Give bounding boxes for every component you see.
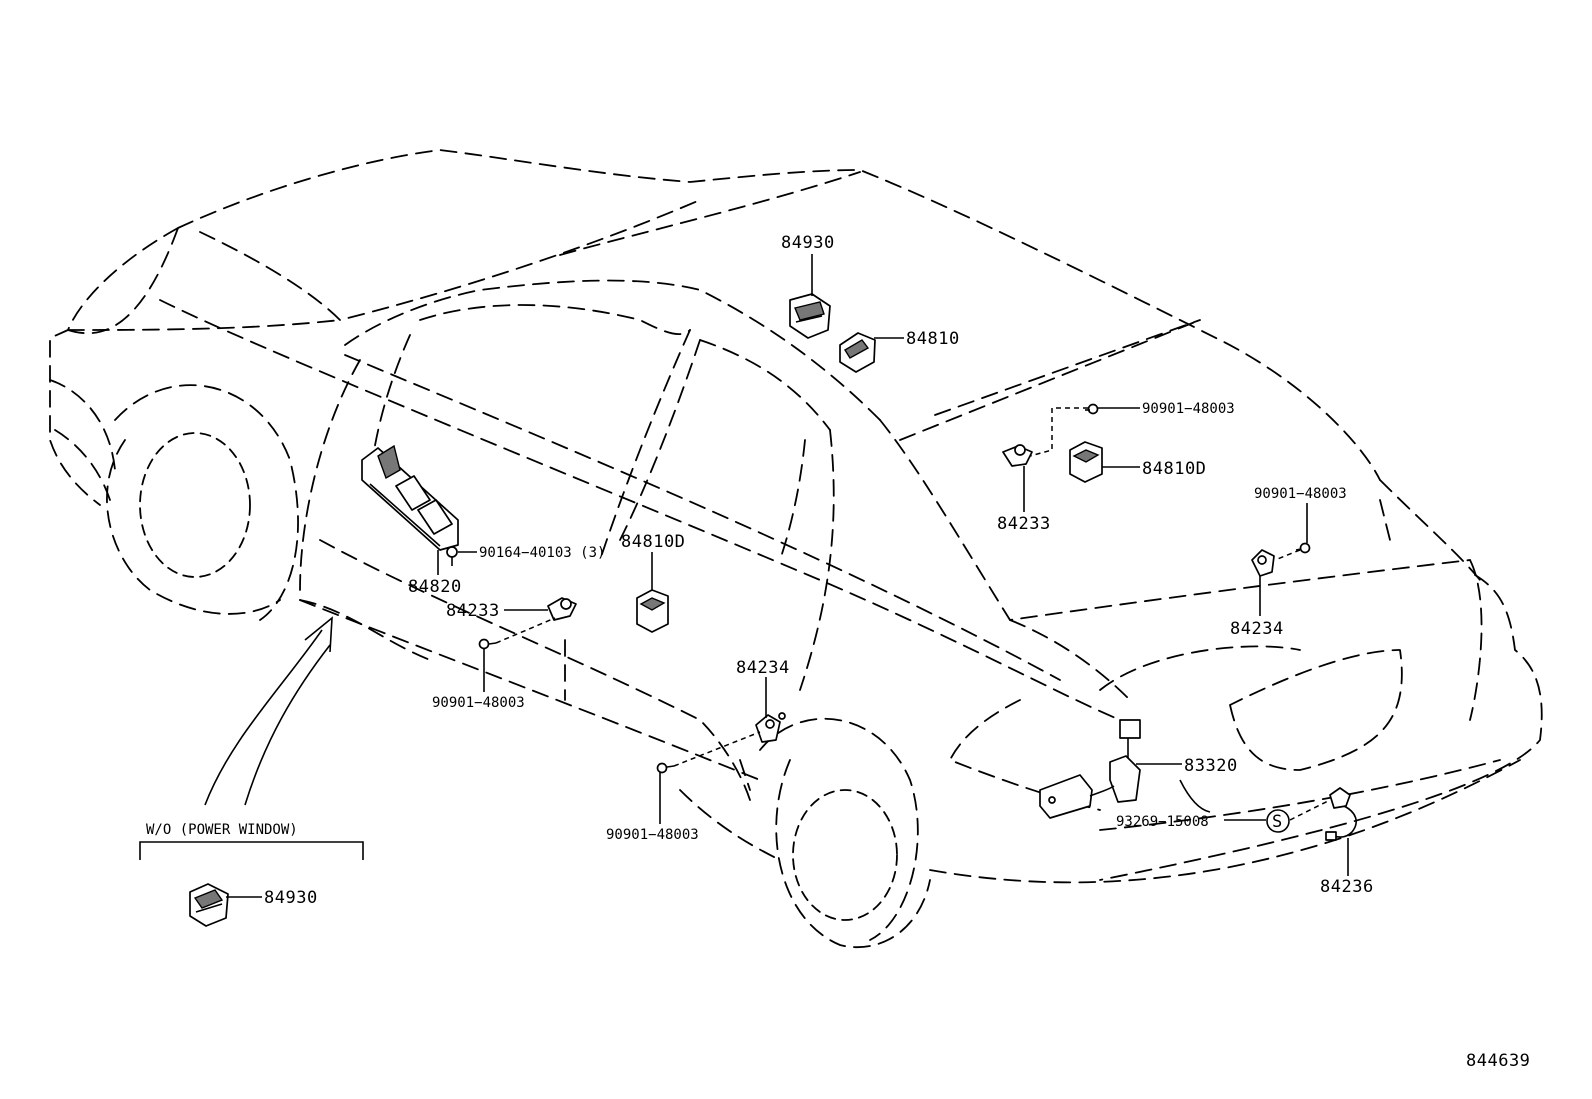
variant-note: W/O (POWER WINDOW) bbox=[146, 822, 298, 838]
car-body-outline bbox=[49, 149, 1543, 949]
label-90901-48003-c: 90901−48003 bbox=[432, 695, 525, 711]
sensor-84233-left-icon bbox=[547, 597, 577, 621]
callout-arrow bbox=[204, 616, 333, 806]
label-84930-bottom: 84930 bbox=[264, 888, 318, 908]
diagram-id: 844639 bbox=[1466, 1051, 1530, 1071]
leader-lines bbox=[139, 254, 1349, 898]
label-90901-48003-a: 90901−48003 bbox=[1142, 401, 1235, 417]
bolt-90901-d-icon bbox=[656, 762, 675, 774]
label-84236: 84236 bbox=[1320, 877, 1374, 897]
label-83320: 83320 bbox=[1184, 756, 1238, 776]
sensor-84233-right-icon bbox=[1002, 444, 1033, 467]
switch-84810d-center-icon bbox=[636, 589, 669, 633]
s-marker-icon: S bbox=[1266, 809, 1290, 833]
label-84930-top: 84930 bbox=[781, 233, 835, 253]
switch-84930-top-icon bbox=[789, 293, 831, 339]
switch-84234-center-icon bbox=[755, 712, 786, 743]
label-84234-center: 84234 bbox=[736, 658, 790, 678]
label-84810: 84810 bbox=[906, 329, 960, 349]
label-84234-right: 84234 bbox=[1230, 619, 1284, 639]
master-switch-84820-icon bbox=[361, 444, 459, 551]
switch-84810-icon bbox=[839, 332, 876, 373]
label-90164-40103: 90164−40103 (3) bbox=[479, 545, 605, 561]
sensor-84236-icon bbox=[1325, 787, 1357, 841]
screw-90164-icon bbox=[446, 546, 458, 566]
switch-84930-bottom-icon bbox=[189, 883, 229, 927]
label-90901-48003-b: 90901−48003 bbox=[1254, 486, 1347, 502]
part-labels: 84930 84810 90901−48003 84810D 84233 909… bbox=[146, 233, 1530, 1071]
label-84820: 84820 bbox=[408, 577, 462, 597]
label-90901-48003-d: 90901−48003 bbox=[606, 827, 699, 843]
bolt-90901-b-icon bbox=[1295, 542, 1311, 554]
label-84810d-center: 84810D bbox=[621, 532, 685, 552]
label-93269-15008: 93269−15008 bbox=[1116, 814, 1209, 830]
s-marker-label: S bbox=[1272, 812, 1283, 832]
switch-84810d-right-icon bbox=[1069, 441, 1103, 483]
switch-84234-right-icon bbox=[1251, 549, 1275, 577]
label-84810d-right: 84810D bbox=[1142, 459, 1206, 479]
label-84233-right: 84233 bbox=[997, 514, 1051, 534]
label-84233-left: 84233 bbox=[446, 601, 500, 621]
unit-83320-icon bbox=[1039, 719, 1141, 819]
bolt-90901-c-icon bbox=[478, 638, 497, 650]
bolt-90901-a-icon bbox=[1085, 403, 1099, 415]
